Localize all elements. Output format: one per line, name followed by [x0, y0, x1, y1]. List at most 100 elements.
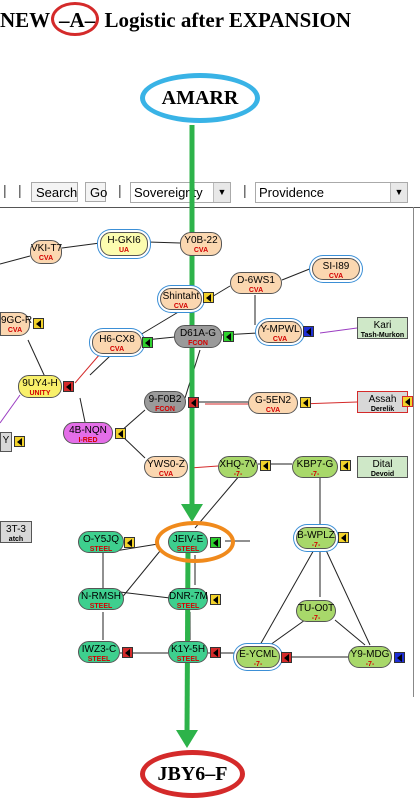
sovereignty-label: CVA	[7, 327, 23, 334]
constellation-jump-line	[319, 327, 358, 334]
jump-line	[27, 339, 46, 378]
system-node[interactable]: 9-F0B2 FCON	[144, 391, 186, 413]
neighbor-region-system[interactable]: Dital Devoid	[357, 456, 408, 478]
system-name: KBP7-G	[296, 459, 334, 470]
system-node[interactable]: D-6WS1 CVA	[230, 272, 282, 294]
station-icon[interactable]	[203, 292, 214, 303]
jump-line	[61, 242, 101, 249]
neighbor-region-system[interactable]: Assah Derelik	[357, 391, 408, 413]
system-node[interactable]: E-YCML -7-	[236, 646, 280, 668]
sovereignty-label: -7-	[311, 615, 321, 622]
system-node[interactable]: TU-O0T -7-	[296, 600, 336, 622]
station-icon[interactable]	[300, 397, 311, 408]
offscreen-system[interactable]: Y	[0, 432, 12, 452]
system-node[interactable]: O-Y5JQ STEEL	[78, 531, 124, 553]
system-node[interactable]: YWS0-Z CVA	[144, 456, 188, 478]
sovereignty-label: FCON	[188, 340, 208, 347]
system-name: D61A-G	[179, 328, 217, 339]
region-label: atch	[8, 536, 24, 543]
station-icon[interactable]	[338, 532, 349, 543]
system-name: XHQ-7V	[219, 459, 257, 470]
region-label: Derelik	[370, 406, 395, 413]
station-icon[interactable]	[142, 337, 153, 348]
system-name: YWS0-Z	[147, 459, 185, 470]
system-name: SI-I89	[322, 261, 350, 272]
system-node[interactable]: B-WPLZ -7-	[296, 527, 336, 549]
system-node[interactable]: H-GKI6 UA	[100, 232, 148, 256]
sovereignty-label: CVA	[265, 407, 281, 414]
station-icon[interactable]	[188, 397, 199, 408]
station-icon[interactable]	[63, 381, 74, 392]
system-node[interactable]: IWZ3-C STEEL	[78, 641, 120, 663]
sovereignty-select[interactable]: Sovereignty ▼	[130, 182, 231, 203]
neighbor-region-system[interactable]: Kari Tash-Murkon	[357, 317, 408, 339]
system-node[interactable]: SI-I89 CVA	[312, 258, 360, 280]
title-highlight-ring	[51, 2, 100, 36]
sovereignty-label: STEEL	[176, 603, 200, 610]
station-icon[interactable]	[223, 331, 234, 342]
station-icon[interactable]	[122, 647, 133, 658]
sovereignty-label: CVA	[158, 471, 174, 478]
station-icon[interactable]	[124, 537, 135, 548]
jump-line	[114, 543, 159, 552]
station-icon[interactable]	[115, 428, 126, 439]
station-icon[interactable]	[340, 460, 351, 471]
station-icon[interactable]	[303, 326, 314, 337]
system-node[interactable]: XHQ-7V -7-	[218, 456, 258, 478]
offscreen-system[interactable]: 3T-3 atch	[0, 521, 32, 543]
station-icon[interactable]	[402, 396, 413, 407]
sovereignty-label: CVA	[109, 346, 125, 353]
system-node[interactable]: Y0B-22 CVA	[180, 232, 222, 256]
sovereignty-label: CVA	[193, 247, 209, 254]
sovereignty-label: CVA	[328, 273, 344, 280]
system-node[interactable]: VKI-T7 CVA	[30, 240, 62, 264]
station-icon[interactable]	[210, 647, 221, 658]
system-node[interactable]: Y9-MDG -7-	[348, 646, 392, 668]
station-icon[interactable]	[281, 652, 292, 663]
chevron-down-icon[interactable]: ▼	[213, 183, 230, 202]
system-node[interactable]: G-5EN2 CVA	[248, 392, 298, 414]
station-icon[interactable]	[14, 436, 25, 447]
map-scrollbar-edge[interactable]	[413, 207, 414, 697]
system-name: N-RMSH	[81, 591, 121, 602]
destination-label: JBY6–F	[140, 750, 245, 798]
region-select-value: Providence	[259, 185, 325, 200]
system-name: H-GKI6	[107, 235, 141, 246]
system-node[interactable]: H6-CX8 CVA	[92, 331, 142, 354]
system-name: Dital	[372, 459, 393, 470]
system-node[interactable]: KBP7-G -7-	[292, 456, 338, 478]
region-select[interactable]: Providence ▼	[255, 182, 408, 203]
system-node[interactable]: N-RMSH STEEL	[78, 588, 124, 610]
system-name: B-WPLZ	[297, 530, 335, 541]
go-button[interactable]: Go	[85, 182, 107, 202]
sovereignty-label: CVA	[38, 255, 54, 262]
sovereignty-label: STEEL	[87, 656, 111, 663]
station-icon[interactable]	[210, 594, 221, 605]
system-name: E-YCML	[239, 649, 277, 660]
station-icon[interactable]	[394, 652, 405, 663]
system-node[interactable]: D61A-G FCON	[174, 325, 222, 348]
sovereignty-label: -7-	[311, 542, 321, 549]
station-icon[interactable]	[33, 318, 44, 329]
system-name: IWZ3-C	[81, 644, 117, 655]
system-name: D-6WS1	[237, 275, 275, 286]
constellation-jump-line	[0, 394, 21, 424]
sovereignty-label: STEEL	[89, 546, 113, 553]
system-node[interactable]: DNR-7M STEEL	[168, 588, 208, 610]
search-button[interactable]: Search	[31, 182, 78, 202]
origin-label: AMARR	[140, 73, 260, 123]
jump-line	[89, 355, 111, 376]
station-icon[interactable]	[260, 460, 271, 471]
system-node[interactable]: Shintaht CVA	[160, 288, 202, 310]
chevron-down-icon[interactable]: ▼	[390, 183, 407, 202]
title-prefix: NEW	[0, 8, 56, 32]
system-node[interactable]: 9UY4-H UNITY	[18, 375, 62, 398]
system-node[interactable]: 4B-NQN I-RED	[63, 422, 113, 444]
system-name: DNR-7M	[169, 591, 208, 602]
system-node[interactable]: 9GC-R CVA	[0, 312, 32, 336]
system-node[interactable]: K1Y-5H STEEL	[168, 641, 208, 663]
system-node[interactable]: Y-MPWL CVA	[258, 321, 302, 343]
sovereignty-label: I-RED	[78, 437, 98, 444]
system-name: O-Y5JQ	[82, 534, 120, 545]
